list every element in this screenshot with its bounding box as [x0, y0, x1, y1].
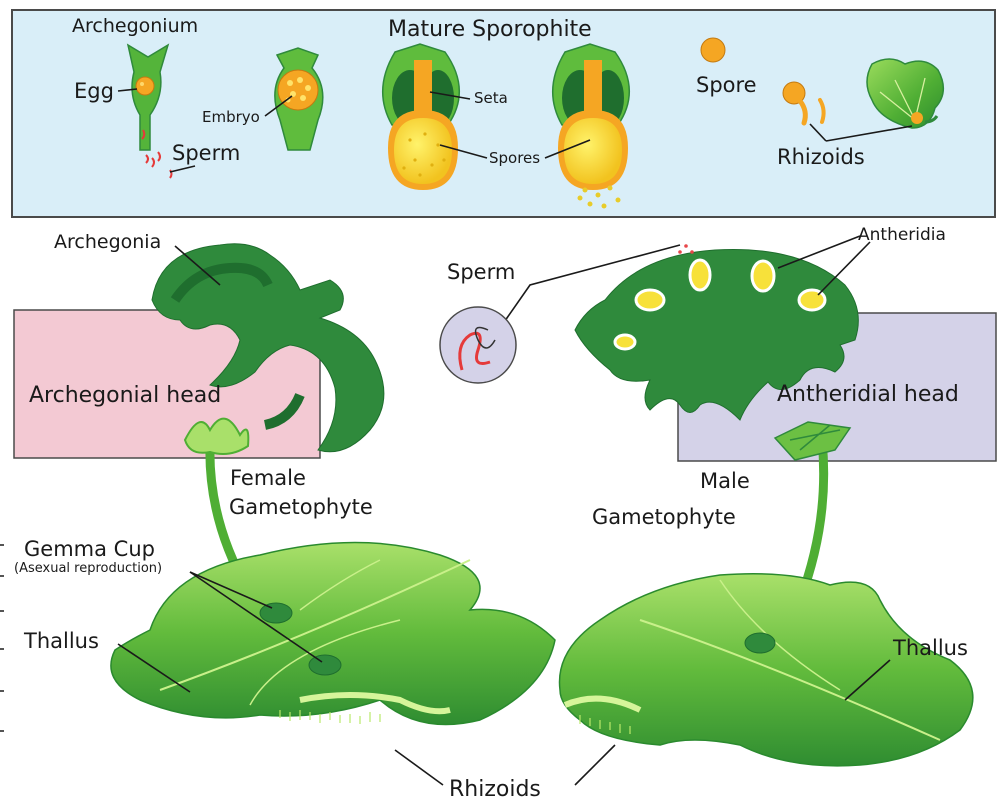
male-gametophyte-line1: Male	[700, 469, 750, 493]
archegonium-label: Archegonium	[72, 15, 198, 37]
egg-label: Egg	[74, 79, 114, 103]
rhizoids-label-bottom: Rhizoids	[449, 777, 541, 802]
rhizoids-pointer-bottom-right	[575, 745, 615, 785]
male-gametophyte-line2: Gametophyte	[592, 505, 736, 529]
female-gametophyte-line1: Female	[230, 466, 306, 490]
gemma-cup-2	[309, 655, 341, 675]
gemma-cup-male	[745, 633, 775, 653]
spore-label: Spore	[696, 73, 757, 97]
egg-cell	[136, 77, 154, 95]
antheridia-pointer-1	[778, 236, 860, 268]
female-gametophyte-line2: Gametophyte	[229, 495, 373, 519]
spores-label: Spores	[489, 149, 540, 167]
female-thallus	[111, 543, 555, 725]
archegonia-label: Archegonia	[54, 231, 161, 253]
mature-sporophite-label: Mature Sporophite	[388, 17, 592, 42]
sperm-label-center: Sperm	[447, 260, 515, 284]
embryo-label: Embryo	[202, 108, 260, 126]
antheridial-head-label: Antheridial head	[777, 382, 959, 407]
gemma-cup-1	[260, 603, 292, 623]
mature-sporophite-1	[383, 44, 460, 190]
archegonial-head-label: Archegonial head	[29, 383, 221, 408]
single-spore	[701, 38, 725, 62]
seta-label: Seta	[474, 89, 508, 107]
female-thallus-label: Thallus	[23, 629, 99, 653]
gemma-cup-label: Gemma Cup	[24, 537, 155, 561]
sperm-label-top: Sperm	[172, 141, 240, 165]
antheridia-label: Antheridia	[858, 225, 946, 245]
male-thallus-label: Thallus	[892, 636, 968, 660]
male-thallus	[560, 574, 973, 766]
sperm-callout	[440, 307, 516, 383]
rhizoids-pointer-bottom-left	[395, 750, 443, 785]
gemma-cup-note: (Asexual reproduction)	[14, 561, 162, 576]
rhizoids-label-top: Rhizoids	[777, 145, 865, 169]
left-edge-fragments	[0, 544, 4, 732]
